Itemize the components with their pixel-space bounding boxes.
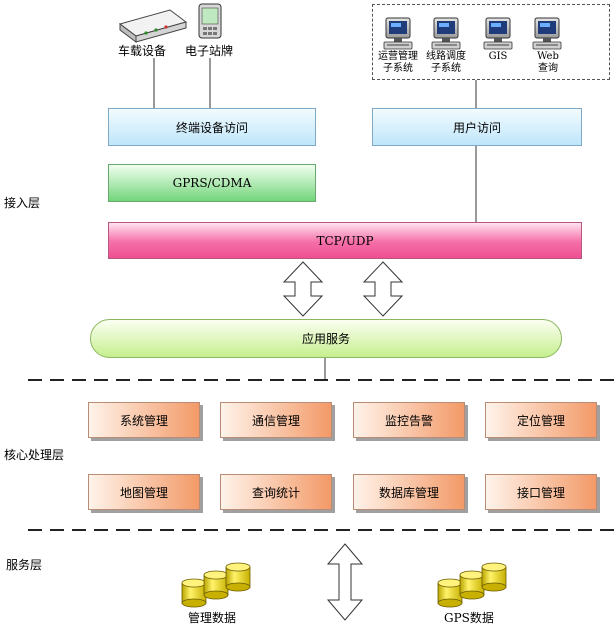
core-box-interface-management: 接口管理 <box>485 474 597 510</box>
user-access-box: 用户访问 <box>372 108 582 146</box>
core-box-monitoring-alarm: 监控告警 <box>353 402 465 438</box>
terminal-access-box: 终端设备访问 <box>108 108 316 146</box>
service-layer-label: 服务层 <box>6 558 43 572</box>
station-sign-label: 电子站牌 <box>185 44 234 58</box>
user-terminal-group <box>372 4 610 80</box>
access-layer-label: 接入层 <box>4 196 41 210</box>
terminal-label-web: Web 查询 <box>537 51 559 74</box>
station-sign-icon <box>198 3 222 39</box>
core-box-system-management: 系统管理 <box>88 402 200 438</box>
core-box-query-statistics: 查询统计 <box>220 474 332 510</box>
gprs-cdma-box: GPRS/CDMA <box>108 164 316 202</box>
management-data-label: 管理数据 <box>188 611 237 625</box>
core-box-communication-management: 通信管理 <box>220 402 332 438</box>
double-arrow-icon-left <box>282 261 324 317</box>
tcp-udp-bar: TCP/UDP <box>108 222 582 259</box>
double-arrow-icon-service <box>326 543 364 621</box>
core-box-positioning-management: 定位管理 <box>485 402 597 438</box>
double-arrow-icon-right <box>362 261 404 317</box>
vehicle-device-icon <box>118 9 188 43</box>
application-service-pill: 应用服务 <box>90 319 562 358</box>
database-icon-management <box>181 562 251 608</box>
database-icon-gps <box>437 562 507 608</box>
terminal-label-gis: GIS <box>488 51 508 62</box>
vehicle-device-label: 车载设备 <box>118 44 167 58</box>
gps-data-label: GPS数据 <box>444 611 494 625</box>
terminal-label-dispatch: 线路调度 子系统 <box>426 51 466 74</box>
core-box-database-management: 数据库管理 <box>353 474 465 510</box>
core-layer-label: 核心处理层 <box>4 448 65 462</box>
connector-lines <box>153 58 477 380</box>
core-box-map-management: 地图管理 <box>88 474 200 510</box>
terminal-label-ops: 运营管理 子系统 <box>378 51 418 74</box>
